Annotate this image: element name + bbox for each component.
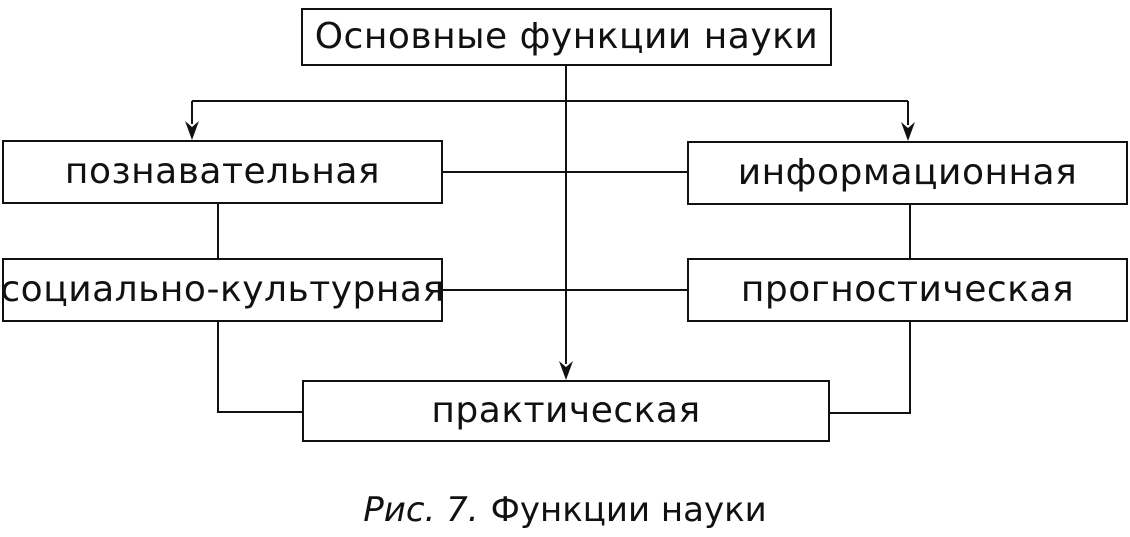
- node-label: Основные функции науки: [314, 16, 819, 57]
- node-socio-cultural: социально-культурная: [0, 258, 445, 322]
- connector-right-elbow: [830, 322, 911, 414]
- node-cognitive: познавательная: [2, 140, 443, 204]
- arrowhead-left-icon: [185, 121, 199, 140]
- figure-caption: Рис. 7. Функции науки: [0, 490, 1130, 530]
- node-label: прогностическая: [740, 269, 1075, 310]
- connector-left-elbow: [217, 322, 302, 413]
- arrowhead-right-icon: [901, 122, 915, 141]
- node-prognostic: прогностическая: [687, 258, 1128, 322]
- node-label: познавательная: [64, 151, 381, 192]
- arrowhead-center-icon: [559, 361, 573, 380]
- figure-number: Рис. 7.: [363, 490, 479, 530]
- figure-caption-text: Функции науки: [490, 490, 767, 530]
- node-label: социально-культурная: [0, 269, 445, 310]
- node-practical: практическая: [302, 380, 830, 442]
- node-informational: информационная: [687, 141, 1128, 205]
- node-main-functions-title: Основные функции науки: [301, 8, 832, 66]
- node-label: информационная: [737, 152, 1078, 193]
- node-label: практическая: [431, 390, 701, 431]
